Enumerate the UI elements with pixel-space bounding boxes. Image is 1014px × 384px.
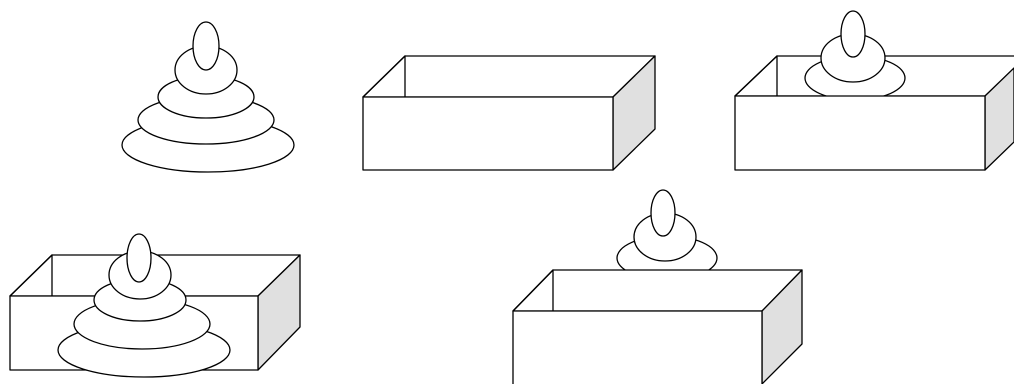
toy-top-knob [650,189,676,237]
scene-toy-alone [121,21,295,173]
box-front-face [362,96,614,171]
box-inner-edges [9,254,53,297]
scene-empty-box [362,55,656,171]
scene-toy-in-front-of-box [9,233,301,378]
box-back-top-rim [512,269,803,312]
box-front-face [512,310,763,384]
box-inner-edges [734,55,778,97]
toy-top-knob [840,10,866,58]
scene-toy-in-box [734,10,1014,171]
box-back-top-rim [362,55,656,98]
scene-toy-behind-box [512,189,803,384]
toy-top-knob [192,21,220,71]
box-inner-edges [512,269,554,312]
box-front-face [734,95,986,171]
box-inner-edges [362,55,406,98]
toy-top-knob [126,233,152,283]
